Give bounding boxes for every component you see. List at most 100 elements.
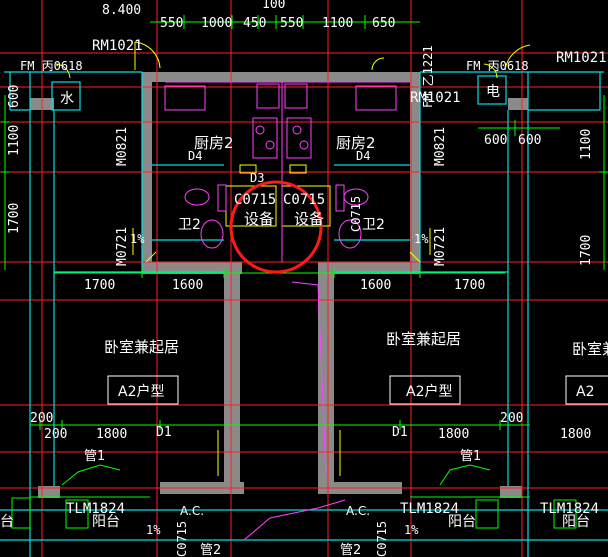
highlight-circle (229, 180, 323, 274)
range-hood (284, 83, 308, 109)
toilet-tank (217, 184, 227, 212)
interior-dimension-labels: 1700 1600 1600 1700 200 200 1800 1800 20… (30, 278, 591, 442)
stove (286, 117, 312, 159)
unit-box (107, 375, 179, 405)
unit-type-boxes (107, 375, 608, 405)
label-c0715-side: C0715 (349, 196, 363, 232)
label-slope: 1% (130, 232, 145, 246)
label-d4-left: D4 (188, 149, 202, 163)
dim-interior: 200 (500, 411, 523, 426)
wall-fill (38, 486, 60, 498)
stove (252, 117, 278, 159)
slope-labels: 1% 1% 1% 1% (130, 232, 429, 537)
pipe-leader (61, 464, 121, 486)
dimension-ticks (1, 15, 608, 430)
pipe-leader (439, 464, 491, 486)
label-slope: 1% (414, 232, 429, 246)
toilet-tank (335, 184, 345, 212)
dim-segment: 450 (243, 16, 266, 31)
pipe-leaders (11, 464, 577, 529)
label-c0715-bottom-left: C0715 (175, 521, 189, 557)
label-fm-left: FM 丙0618 (20, 59, 83, 73)
room-labels: 水 电 厨房2 厨房2 设备 设备 卫2 卫2 卧室兼起居 卧室兼起居 卧室兼起… (0, 84, 608, 530)
dim-interior: 1700 (454, 278, 485, 293)
pipe-labels: 管1 管1 管2 管2 (84, 449, 481, 557)
burner (255, 125, 265, 135)
label-fm-right: FM 丙0618 (466, 59, 529, 73)
burner (299, 140, 309, 150)
label-c0715-left: C0715 (234, 192, 276, 208)
dim-side: 1100 (579, 129, 594, 160)
vertical-labels: M0821 M0821 M0721 M0721 FM 乙1221 C0715 C… (115, 45, 448, 557)
burner (292, 125, 302, 135)
label-tlm-far-right: TLM1824 (540, 501, 599, 517)
balcony-fixture (11, 497, 31, 529)
label-pipe1-right: 管1 (460, 449, 481, 464)
label-d1-right: D1 (392, 425, 408, 440)
label-m0721-right: M0721 (433, 227, 448, 266)
unit-box (565, 375, 608, 405)
toilet (200, 219, 224, 249)
door-swing-arc (504, 44, 531, 71)
label-bath-right: 卫2 (362, 217, 385, 233)
balcony-fixture (553, 499, 577, 529)
dim-side: 1700 (7, 203, 22, 234)
dim-side: 600 (518, 133, 541, 148)
label-rm-right: RM1021 (410, 90, 461, 106)
label-ac-left: A.C. (180, 504, 204, 518)
label-m0821-right: M0821 (433, 127, 448, 166)
label-rm-far-right: RM1021 (556, 50, 607, 66)
door-mark (409, 251, 421, 263)
label-bath-left: 卫2 (178, 217, 201, 233)
dim-side: 1700 (579, 235, 594, 266)
toilet (338, 219, 362, 249)
dim-interior: 1800 (96, 427, 127, 442)
balcony-fixture (65, 499, 89, 529)
drain-pipe (291, 281, 327, 476)
label-rm-left: RM1021 (92, 38, 143, 54)
label-unit-right: A2户型 (406, 383, 452, 400)
dim-segment: 1100 (322, 16, 353, 31)
label-fm-vertical: FM 乙1221 (421, 45, 435, 108)
label-m0821-left: M0821 (115, 127, 130, 166)
dim-segment: 550 (280, 16, 303, 31)
label-bedroom-right: 卧室兼起居 (386, 330, 461, 348)
dim-interior: 1800 (438, 427, 469, 442)
label-balcony-far-left: 台 (0, 514, 14, 530)
door-window-labels: RM1021 RM1021 RM1021 FM 丙0618 FM 丙0618 D… (20, 38, 607, 517)
dim-interior: 1800 (560, 427, 591, 442)
label-balcony-right: 阳台 (448, 514, 476, 530)
door-swing-arc (371, 57, 385, 71)
label-bedroom-left: 卧室兼起居 (104, 338, 179, 356)
dim-segment: 1000 (201, 16, 232, 31)
burner (265, 140, 275, 150)
unit-box (389, 375, 461, 405)
label-balcony-left: 阳台 (92, 514, 120, 530)
door-swing-arc (55, 63, 71, 79)
label-tlm-left: TLM1824 (66, 501, 125, 517)
label-unit-left: A2户型 (118, 383, 164, 400)
wall-fill (508, 98, 528, 110)
wall-fill (500, 486, 522, 498)
label-equipment-left: 设备 (244, 210, 274, 228)
kitchen-sink (355, 85, 397, 111)
dim-segment: 650 (372, 16, 395, 31)
door-mark (145, 251, 157, 263)
kitchen-sink (164, 85, 206, 111)
dim-side: 600 (7, 85, 22, 108)
label-pipe2-right: 管2 (340, 543, 361, 557)
label-slope: 1% (404, 523, 419, 537)
top-dimension-labels: 8.400 550 1000 450 100 550 1100 650 (102, 0, 395, 31)
dim-interior: 1600 (172, 278, 203, 293)
dim-interior: 1600 (360, 278, 391, 293)
wall-fill (224, 262, 240, 487)
label-kitchen-left: 厨房2 (194, 134, 234, 152)
window-frame (289, 164, 307, 174)
label-pipe2-left: 管2 (200, 543, 221, 557)
door-swing-arc (134, 41, 161, 69)
dim-interior: 1700 (84, 278, 115, 293)
dim-segment: 100 (262, 0, 285, 12)
label-ac-right: A.C. (346, 504, 370, 518)
